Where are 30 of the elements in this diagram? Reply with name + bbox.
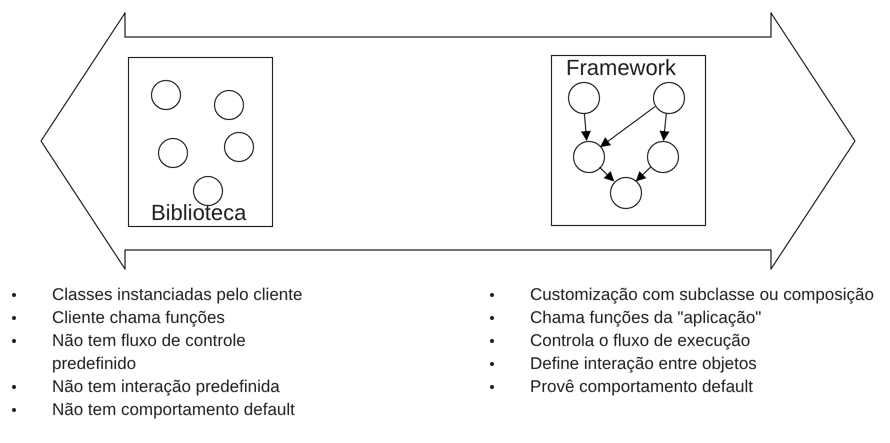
arrow [636,166,652,182]
circle [568,82,600,114]
arrow [580,112,591,142]
circle [647,141,679,173]
circle [193,176,223,206]
list-item-text: Provê comportamento default [530,376,754,398]
list-item-text: Controla o fluxo de execução [530,330,752,352]
list-item-text: Define interação entre objetos [530,353,758,375]
box-title: Framework [566,57,676,79]
list-item-text: Customização com subclasse ou composição [530,284,875,306]
circle [610,177,642,209]
component-box [551,55,706,226]
circle [214,90,244,120]
box-title: Biblioteca [151,202,246,224]
arrow [598,166,614,182]
list-item-text: Cliente chama funções [52,307,226,329]
list-item-text: Não tem fluxo de controle predefinido [52,330,247,375]
list-item-text: Classes instanciadas pelo cliente [52,284,304,306]
list-item-text: Não tem interação predefinida [52,376,281,398]
circle [573,141,605,173]
circle [151,80,181,110]
list-item-text: Não tem comportamento default [52,399,296,421]
component-box [128,57,273,227]
arrow [660,112,670,142]
arrow [600,106,656,148]
circle [158,138,188,168]
circle [653,82,685,114]
list-item-text: Chama funções da "aplicação" [530,307,762,329]
circle [224,132,254,162]
double-arrow-shape [40,12,856,270]
